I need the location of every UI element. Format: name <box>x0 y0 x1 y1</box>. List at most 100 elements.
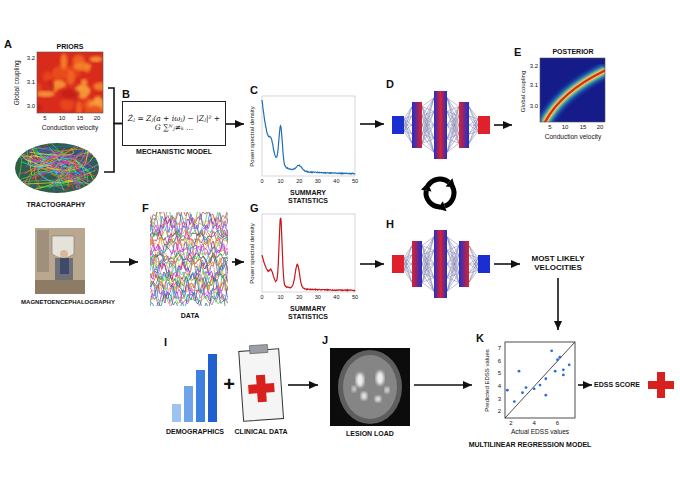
tick-label: 4 <box>498 383 501 390</box>
axis-label: Power spectral density <box>249 223 256 283</box>
network-layer <box>434 91 447 159</box>
network-link <box>469 264 478 265</box>
fibre <box>75 151 88 166</box>
plot-frame <box>37 52 103 113</box>
panel-letter: A <box>4 38 12 51</box>
psd-panel: GSUMMARY STATISTICS <box>244 200 360 326</box>
result-label: MOST LIKELY VELOCITIES <box>522 254 594 272</box>
network-link <box>422 250 434 273</box>
network-link <box>447 278 459 283</box>
photo-floor <box>35 280 85 294</box>
tick-label: 5 <box>498 370 501 377</box>
network-link <box>404 125 412 131</box>
tick-label: 7 <box>498 345 501 352</box>
tick-label: 15 <box>580 124 587 131</box>
bracket-line <box>108 88 122 124</box>
heat-blob <box>53 65 68 80</box>
tick-label: 4 <box>532 420 535 427</box>
network-link <box>469 119 478 143</box>
tick-label: 20 <box>296 294 302 300</box>
panel-title: PRIORS <box>57 43 84 51</box>
panel-caption: TRACTOGRAPHY <box>27 201 86 209</box>
psd-curve <box>262 100 355 174</box>
tick-label: 10 <box>562 124 569 131</box>
tick-label: 3.0 <box>530 103 538 110</box>
trace <box>150 241 228 261</box>
heat-blob <box>61 89 80 99</box>
meg-panel: MAGNETOENCEPHALOGRAPHY <box>30 226 110 310</box>
network-link <box>447 125 459 126</box>
network-link <box>447 246 459 292</box>
fibre <box>23 164 49 185</box>
psd-panel: CSUMMARY STATISTICS <box>244 82 360 208</box>
recycle-head <box>420 183 433 196</box>
identity-line <box>505 342 575 418</box>
clinical-panel: CLINICAL DATA <box>236 340 288 440</box>
network-panel: D <box>384 78 494 166</box>
neural-network <box>392 91 490 159</box>
network-link <box>447 107 459 153</box>
panel-letter: G <box>250 202 259 215</box>
tick-label: 3.2 <box>27 55 35 62</box>
network-link <box>469 264 478 282</box>
network-link <box>447 125 459 152</box>
network-link <box>469 258 478 282</box>
network-link <box>422 278 434 283</box>
network-link <box>469 125 478 143</box>
panel-letter: J <box>322 334 328 347</box>
tick-label: 3.1 <box>530 82 538 89</box>
tick-label: 30 <box>315 178 321 184</box>
network-layer <box>478 116 490 134</box>
tick-label: 6 <box>498 358 501 365</box>
panel-caption: LESION LOAD <box>346 430 394 438</box>
model-equation: Żⱼ = Zⱼ(a + iωⱼ) − |Zⱼ|² + G ∑ᴺⱼ≠ₖ ... <box>126 115 222 132</box>
flow-arrow <box>494 124 512 126</box>
flow-arrow <box>288 384 318 386</box>
tick-label: 20 <box>296 178 302 184</box>
axis-label: Global coupling <box>12 61 19 106</box>
data-point <box>533 387 536 390</box>
data-point <box>518 370 521 373</box>
tick-label: 3.0 <box>27 103 35 110</box>
flow-arrow <box>232 261 244 263</box>
heat-blob <box>76 101 82 113</box>
network-link <box>422 282 434 291</box>
network-link <box>404 116 412 131</box>
network-link <box>422 139 434 144</box>
panel-letter: D <box>386 78 394 91</box>
panel-letter: K <box>476 332 484 345</box>
network-link <box>422 143 434 152</box>
photo-wall <box>37 230 49 272</box>
data-point <box>513 400 516 403</box>
network-link <box>447 143 459 152</box>
network-link <box>447 273 459 277</box>
tick-label: 10 <box>59 115 66 122</box>
network-link <box>422 111 434 143</box>
tick-label: 20 <box>597 124 604 131</box>
flow-arrow <box>360 263 384 265</box>
tick-label: 40 <box>333 178 339 184</box>
fibre <box>16 181 73 185</box>
clipboard-clip <box>249 344 268 353</box>
mri-brain <box>338 350 402 424</box>
fibre <box>53 175 97 184</box>
network-link <box>404 255 412 270</box>
network-link <box>422 264 434 273</box>
heat-blob <box>73 62 91 70</box>
panel-letter: C <box>250 84 258 97</box>
prior-panel: A PRIORS <box>4 38 108 138</box>
flow-arrow <box>110 261 138 263</box>
network-layer <box>412 102 422 148</box>
fibre <box>30 145 95 156</box>
data-point <box>562 368 565 371</box>
network-link <box>447 134 459 152</box>
fibre <box>73 158 97 190</box>
data-point <box>558 356 561 359</box>
heat-blob <box>90 56 103 62</box>
network-link <box>422 111 434 134</box>
tick-label: 50 <box>352 294 358 300</box>
tick-label: 2 <box>509 420 512 427</box>
prior-heatmap <box>37 53 103 113</box>
